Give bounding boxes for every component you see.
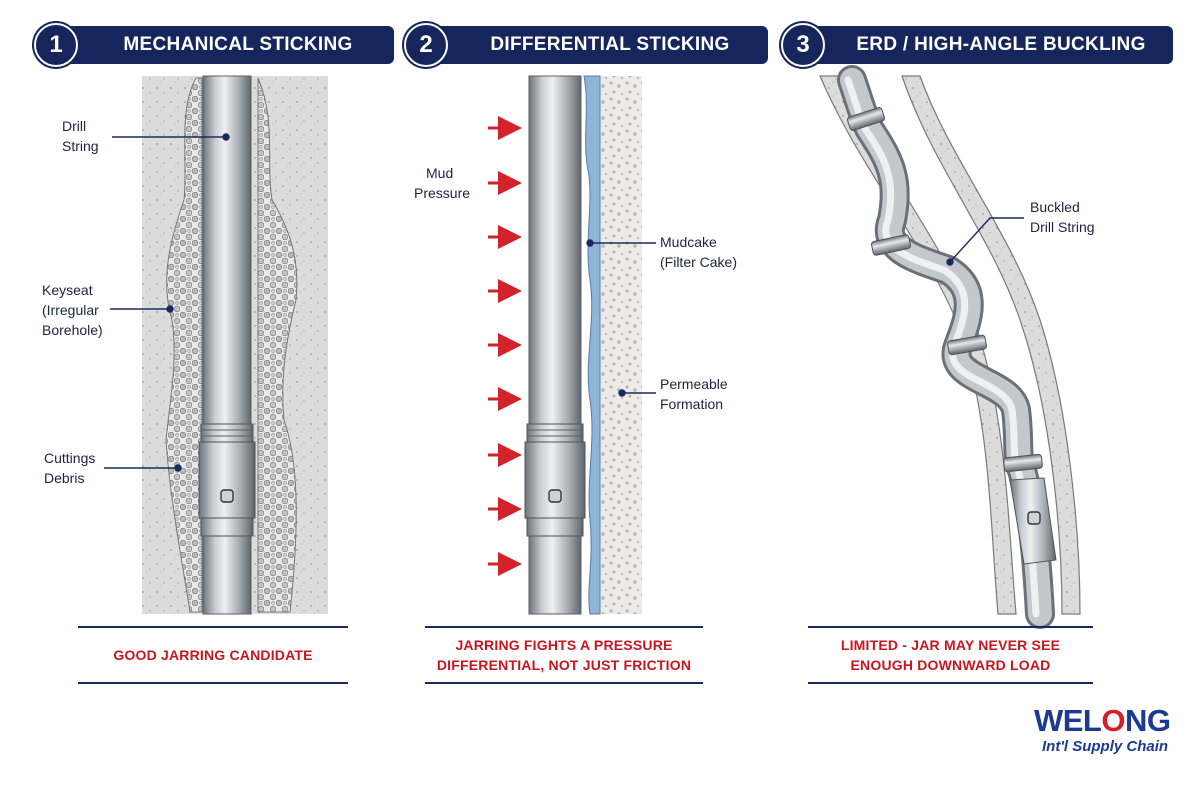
label-keyseat: Keyseat (Irregular Borehole): [42, 282, 103, 338]
welong-logo: WELONG Int'l Supply Chain: [1034, 704, 1171, 756]
panel-1-title: MECHANICAL STICKING: [64, 26, 394, 64]
panel-2-header: 2 DIFFERENTIAL STICKING: [404, 23, 768, 67]
panel-3-couplings: [846, 107, 1043, 473]
panel-1-header: 1 MECHANICAL STICKING: [34, 23, 394, 67]
label-buckled-drill-string: Buckled Drill String: [1030, 199, 1095, 235]
panel-1-number: 1: [34, 23, 78, 67]
panel-2-title: DIFFERENTIAL STICKING: [434, 26, 768, 64]
panel-2-formation: [598, 76, 642, 614]
label-cuttings-debris: Cuttings Debris: [44, 450, 96, 486]
logo-wordmark: WELONG: [1034, 703, 1171, 738]
label-drill-string: Drill String: [62, 118, 99, 154]
panel-3-title: ERD / HIGH-ANGLE BUCKLING: [811, 26, 1173, 64]
panel-1-caption: GOOD JARRING CANDIDATE: [78, 626, 348, 684]
panel-3-header: 3 ERD / HIGH-ANGLE BUCKLING: [781, 23, 1173, 67]
panel-3-leaders: [946, 217, 1024, 266]
panel-2-caption: JARRING FIGHTS A PRESSURE DIFFERENTIAL, …: [425, 626, 703, 684]
panel-3-right-wall: [901, 75, 1081, 615]
panel-2-pressure-arrows: [488, 116, 522, 576]
logo-tagline: Int'l Supply Chain: [1042, 738, 1169, 755]
panel-1-leaders: [104, 133, 230, 472]
panel-1-left-annulus: [165, 77, 203, 613]
panel-2-tool-joint: [524, 423, 586, 537]
label-mudcake: Mudcake (Filter Cake): [660, 234, 738, 270]
panel-3-caption: LIMITED - JAR MAY NEVER SEE ENOUGH DOWNW…: [808, 626, 1093, 684]
panel-3-jar: [1009, 477, 1057, 565]
panel-2-mudcake: [583, 75, 601, 615]
panel-2-wellbore: [524, 75, 642, 615]
panel-3-number: 3: [781, 23, 825, 67]
panel-1-tool-joint: [198, 423, 256, 537]
panel-2-leaders: [586, 239, 656, 397]
panel-1-wellbore: [142, 75, 328, 615]
panel-3-wellbore: [819, 65, 1081, 629]
label-permeable-formation: Permeable Formation: [660, 376, 728, 412]
label-mud-pressure: Mud Pressure: [414, 165, 471, 201]
panel-1-right-annulus: [257, 77, 298, 613]
panel-2-number: 2: [404, 23, 448, 67]
